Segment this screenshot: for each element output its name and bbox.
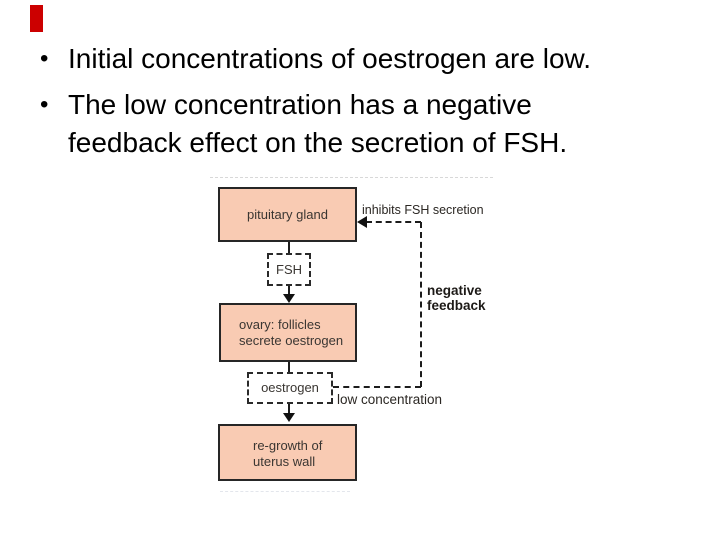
connector-oestrogen-regrowth — [288, 404, 290, 416]
arrowhead-down-icon — [283, 413, 295, 422]
bullet-list: • Initial concentrations of oestrogen ar… — [38, 40, 698, 162]
bullet-icon: • — [40, 91, 49, 118]
ovary-box: ovary: follicles secrete oestrogen — [219, 303, 357, 362]
ovary-label-line1: ovary: follicles — [239, 317, 321, 332]
figure-top-edge — [210, 177, 493, 178]
regrowth-label-line2: uterus wall — [253, 453, 316, 469]
feedback-line-top — [366, 221, 421, 223]
low-concentration-label: low concentration — [337, 392, 443, 407]
regrowth-box: re-growth of uterus wall — [218, 424, 357, 481]
negative-feedback-line2: feedback — [427, 298, 486, 313]
bullet-icon: • — [40, 45, 49, 72]
feedback-line-bottom — [333, 386, 421, 388]
regrowth-label-line1: re-growth of — [253, 438, 323, 453]
fsh-label: FSH — [276, 261, 302, 277]
oestrogen-box: oestrogen — [247, 372, 333, 404]
connector-fsh-ovary — [288, 286, 290, 297]
connector-ovary-oestrogen — [288, 362, 290, 372]
negative-feedback-line1: negative — [427, 283, 482, 298]
bullet-text: feedback effect on the secretion of FSH. — [68, 127, 568, 158]
pituitary-gland-label: pituitary gland — [247, 206, 328, 222]
inhibits-fsh-label: inhibits FSH secretion — [362, 203, 484, 217]
bullet-item-2: • The low concentration has a negative f… — [38, 86, 698, 162]
feedback-line-vertical — [420, 222, 422, 387]
pituitary-gland-box: pituitary gland — [218, 187, 357, 242]
red-accent-bar — [30, 5, 43, 32]
fsh-box: FSH — [267, 253, 311, 286]
connector-pituitary-fsh — [288, 242, 290, 253]
arrowhead-down-icon — [283, 294, 295, 303]
negative-feedback-label: negative feedback — [427, 283, 486, 313]
bullet-text: Initial concentrations of oestrogen are … — [68, 43, 591, 74]
oestrogen-label: oestrogen — [261, 380, 319, 396]
figure-bottom-edge — [220, 491, 350, 492]
bullet-text: The low concentration has a negative — [68, 89, 532, 120]
arrowhead-left-icon — [357, 216, 367, 228]
bullet-item-1: • Initial concentrations of oestrogen ar… — [38, 40, 698, 78]
ovary-label-line2: secrete oestrogen — [239, 332, 344, 348]
